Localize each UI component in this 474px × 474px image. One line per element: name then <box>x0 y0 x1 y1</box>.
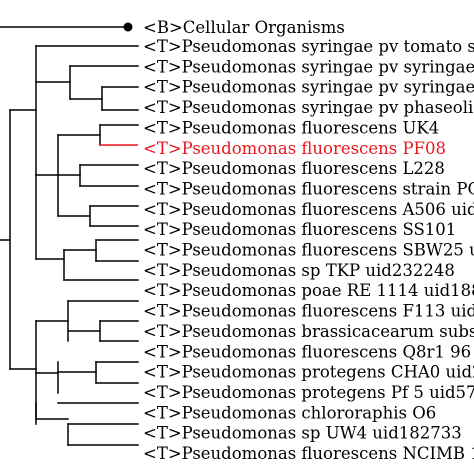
leaf-labels: <T>Pseudomonas syringae pv tomato str D<… <box>143 37 474 463</box>
leaf-label-highlighted: <T>Pseudomonas fluorescens PF08 <box>143 139 446 158</box>
leaf-label: <T>Pseudomonas protegens CHA0 uid203 <box>143 363 474 382</box>
leaf-label: <T>Pseudomonas fluorescens F113 uid8702 <box>143 302 474 321</box>
filled-circle-node-icon <box>123 22 133 32</box>
leaf-label: <T>Pseudomonas fluorescens SS101 <box>143 220 456 239</box>
leaf-label: <T>Pseudomonas fluorescens SBW25 uid1 <box>143 241 474 260</box>
leaf-label: <T>Pseudomonas fluorescens UK4 <box>143 118 439 137</box>
leaf-label: <T>Pseudomonas brassicacearum subsp br <box>143 322 474 341</box>
tree-branches <box>0 26 139 446</box>
leaf-label: <T>Pseudomonas fluorescens L228 <box>143 159 445 178</box>
leaf-label: <T>Pseudomonas fluorescens Q8r1 96 <box>143 342 471 361</box>
leaf-label: <T>Pseudomonas chlororaphis O6 <box>143 403 436 422</box>
leaf-label: <T>Pseudomonas protegens Pf 5 uid57937 <box>143 383 474 402</box>
leaf-label: <T>Pseudomonas syringae pv syringae B72 <box>143 57 474 76</box>
leaf-label: <T>Pseudomonas syringae pv syringae SM <box>143 78 474 97</box>
leaf-label: <T>Pseudomonas poae RE 1114 uid188480 <box>143 281 474 300</box>
leaf-label: <T>Pseudomonas syringae pv phaseolicola <box>143 98 474 117</box>
root-label: <B>Cellular Organisms <box>143 18 345 37</box>
leaf-label: <T>Pseudomonas fluorescens strain PCL17 <box>143 180 474 199</box>
leaf-label: <T>Pseudomonas fluorescens NCIMB 1176 <box>143 444 474 463</box>
leaf-label: <T>Pseudomonas fluorescens A506 uid165 <box>143 200 474 219</box>
leaf-label: <T>Pseudomonas sp UW4 uid182733 <box>143 424 462 443</box>
leaf-label: <T>Pseudomonas sp TKP uid232248 <box>143 261 455 280</box>
leaf-label: <T>Pseudomonas syringae pv tomato str D <box>143 37 474 56</box>
